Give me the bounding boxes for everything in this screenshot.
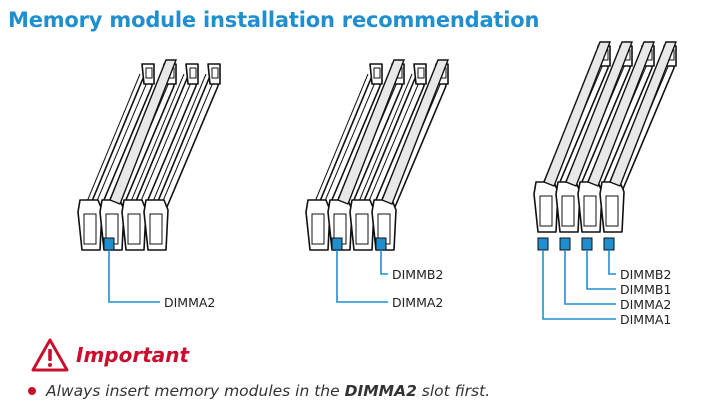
warning-triangle-icon	[31, 338, 69, 372]
leader-line	[542, 250, 616, 320]
module-a1	[543, 41, 612, 187]
module-b2	[609, 41, 678, 187]
bullet-icon	[28, 387, 36, 395]
module-b2	[381, 59, 450, 205]
config-3-slots: DIMMB2 DIMMB1 DIMMA2 DIMMA1	[533, 41, 678, 327]
note-bold: DIMMA2	[344, 382, 417, 400]
slot-label: DIMMA2	[164, 295, 215, 310]
important-heading: Important	[76, 343, 190, 367]
install-note: Always insert memory modules in the DIMM…	[28, 382, 490, 400]
leader-line	[564, 250, 616, 305]
slot-label: DIMMB2	[620, 267, 671, 282]
slot-highlight-a2	[559, 237, 571, 251]
slot-label: DIMMB1	[620, 282, 671, 297]
leader-line	[586, 250, 616, 290]
slot-highlight-a2	[331, 237, 343, 251]
slot-label: DIMMA1	[620, 312, 671, 327]
leader-line	[108, 250, 160, 303]
module-a2	[109, 59, 178, 205]
slot-highlight-b2	[603, 237, 615, 251]
leader-line	[380, 250, 388, 275]
important-callout: Important	[30, 337, 189, 373]
slot-label: DIMMA2	[620, 297, 671, 312]
leader-line	[336, 250, 388, 303]
config-1-slots: DIMMA2	[77, 59, 221, 310]
slot-label: DIMMA2	[392, 295, 443, 310]
slot-label: DIMMB2	[392, 267, 443, 282]
module-a2	[337, 59, 406, 205]
config-2-slots: DIMMB2 DIMMA2	[305, 59, 450, 310]
note-suffix: slot first.	[416, 382, 491, 400]
module-a2	[565, 41, 634, 187]
page-title: Memory module installation recommendatio…	[8, 8, 540, 32]
leader-line	[608, 250, 616, 275]
slot-highlight-b1	[581, 237, 593, 251]
module-b1	[587, 41, 656, 187]
note-prefix: Always insert memory modules in the	[46, 382, 345, 400]
slot-highlight-a2	[103, 237, 115, 251]
slot-highlight-a1	[537, 237, 549, 251]
slot-highlight-b2	[375, 237, 387, 251]
